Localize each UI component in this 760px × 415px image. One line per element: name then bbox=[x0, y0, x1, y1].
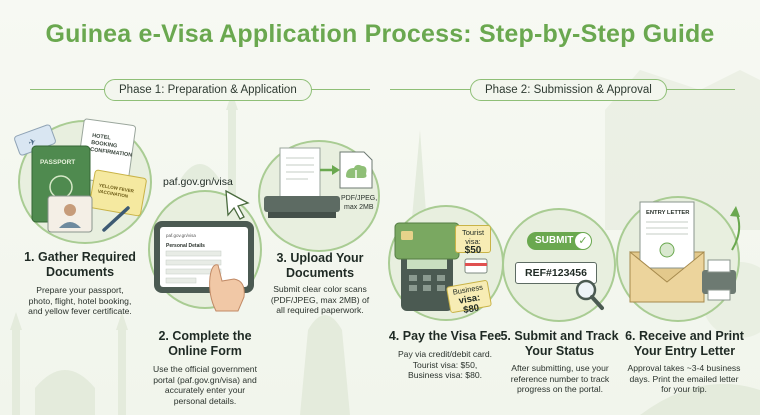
documents-illustration: HOTEL BOOKING CONFIRMATION ✈ YELLOW FEVE… bbox=[14, 118, 147, 233]
svg-text:HOTEL: HOTEL bbox=[92, 133, 112, 142]
pen-icon bbox=[102, 206, 130, 232]
tourist-price-tag: Tourist visa: $50 bbox=[455, 225, 491, 256]
reference-number-field: REF#123456 bbox=[515, 262, 597, 284]
svg-text:CONFIRMATION: CONFIRMATION bbox=[90, 147, 133, 159]
upload-illustration: PDF/JPEG, max 2MB bbox=[264, 147, 377, 218]
check-icon: ✓ bbox=[574, 232, 592, 250]
entry-letter-illustration: ENTRY LETTER bbox=[629, 201, 741, 303]
svg-text:BOOKING: BOOKING bbox=[91, 140, 118, 150]
phase-2-label: Phase 2: Submission & Approval bbox=[470, 79, 667, 101]
svg-text:Personal Details: Personal Details bbox=[166, 243, 205, 249]
business-price-tag: Business visa: $80 bbox=[445, 279, 493, 316]
svg-text:paf.gov.gn/visa: paf.gov.gn/visa bbox=[166, 233, 196, 238]
printer-icon bbox=[702, 270, 736, 294]
svg-text:ENTRY LETTER: ENTRY LETTER bbox=[646, 210, 690, 216]
payment-illustration bbox=[394, 222, 488, 311]
phase-1-label: Phase 1: Preparation & Application bbox=[104, 79, 312, 101]
svg-text:PASSPORT: PASSPORT bbox=[40, 159, 75, 166]
hotel-booking-doc: HOTEL BOOKING CONFIRMATION bbox=[75, 118, 137, 186]
seal-icon bbox=[659, 242, 675, 258]
page-title: Guinea e-Visa Application Process: Step-… bbox=[45, 20, 715, 48]
step-1-description: Prepare your passport,photo, flight, hot… bbox=[28, 285, 132, 316]
step-3-description: Submit clear color scans(PDF/JPEG, max 2… bbox=[270, 284, 370, 315]
cursor-icon bbox=[225, 189, 250, 220]
svg-text:PDF/JPEG,: PDF/JPEG, bbox=[341, 195, 377, 202]
scanner-icon bbox=[264, 196, 340, 212]
step-4-description: Pay via credit/debit card.Tourist visa: … bbox=[397, 349, 493, 380]
credit-card-icon bbox=[394, 222, 460, 260]
svg-text:VACCINATION: VACCINATION bbox=[97, 189, 128, 199]
svg-text:max 2MB: max 2MB bbox=[344, 204, 374, 211]
scanned-document bbox=[279, 147, 321, 199]
step-4-title: 4. Pay the Visa Fee bbox=[388, 329, 502, 343]
svg-text:YELLOW FEVER: YELLOW FEVER bbox=[98, 183, 135, 194]
submit-button[interactable]: SUBMIT bbox=[527, 232, 589, 250]
magnifier-icon bbox=[575, 279, 604, 310]
tablet-illustration: paf.gov.gn/visa Personal Details bbox=[154, 189, 254, 312]
plane-icon: ✈ bbox=[27, 136, 38, 148]
hand-icon bbox=[209, 264, 245, 312]
fever-certificate bbox=[88, 169, 147, 217]
portal-url: paf.gov.gn/visa bbox=[163, 176, 233, 188]
